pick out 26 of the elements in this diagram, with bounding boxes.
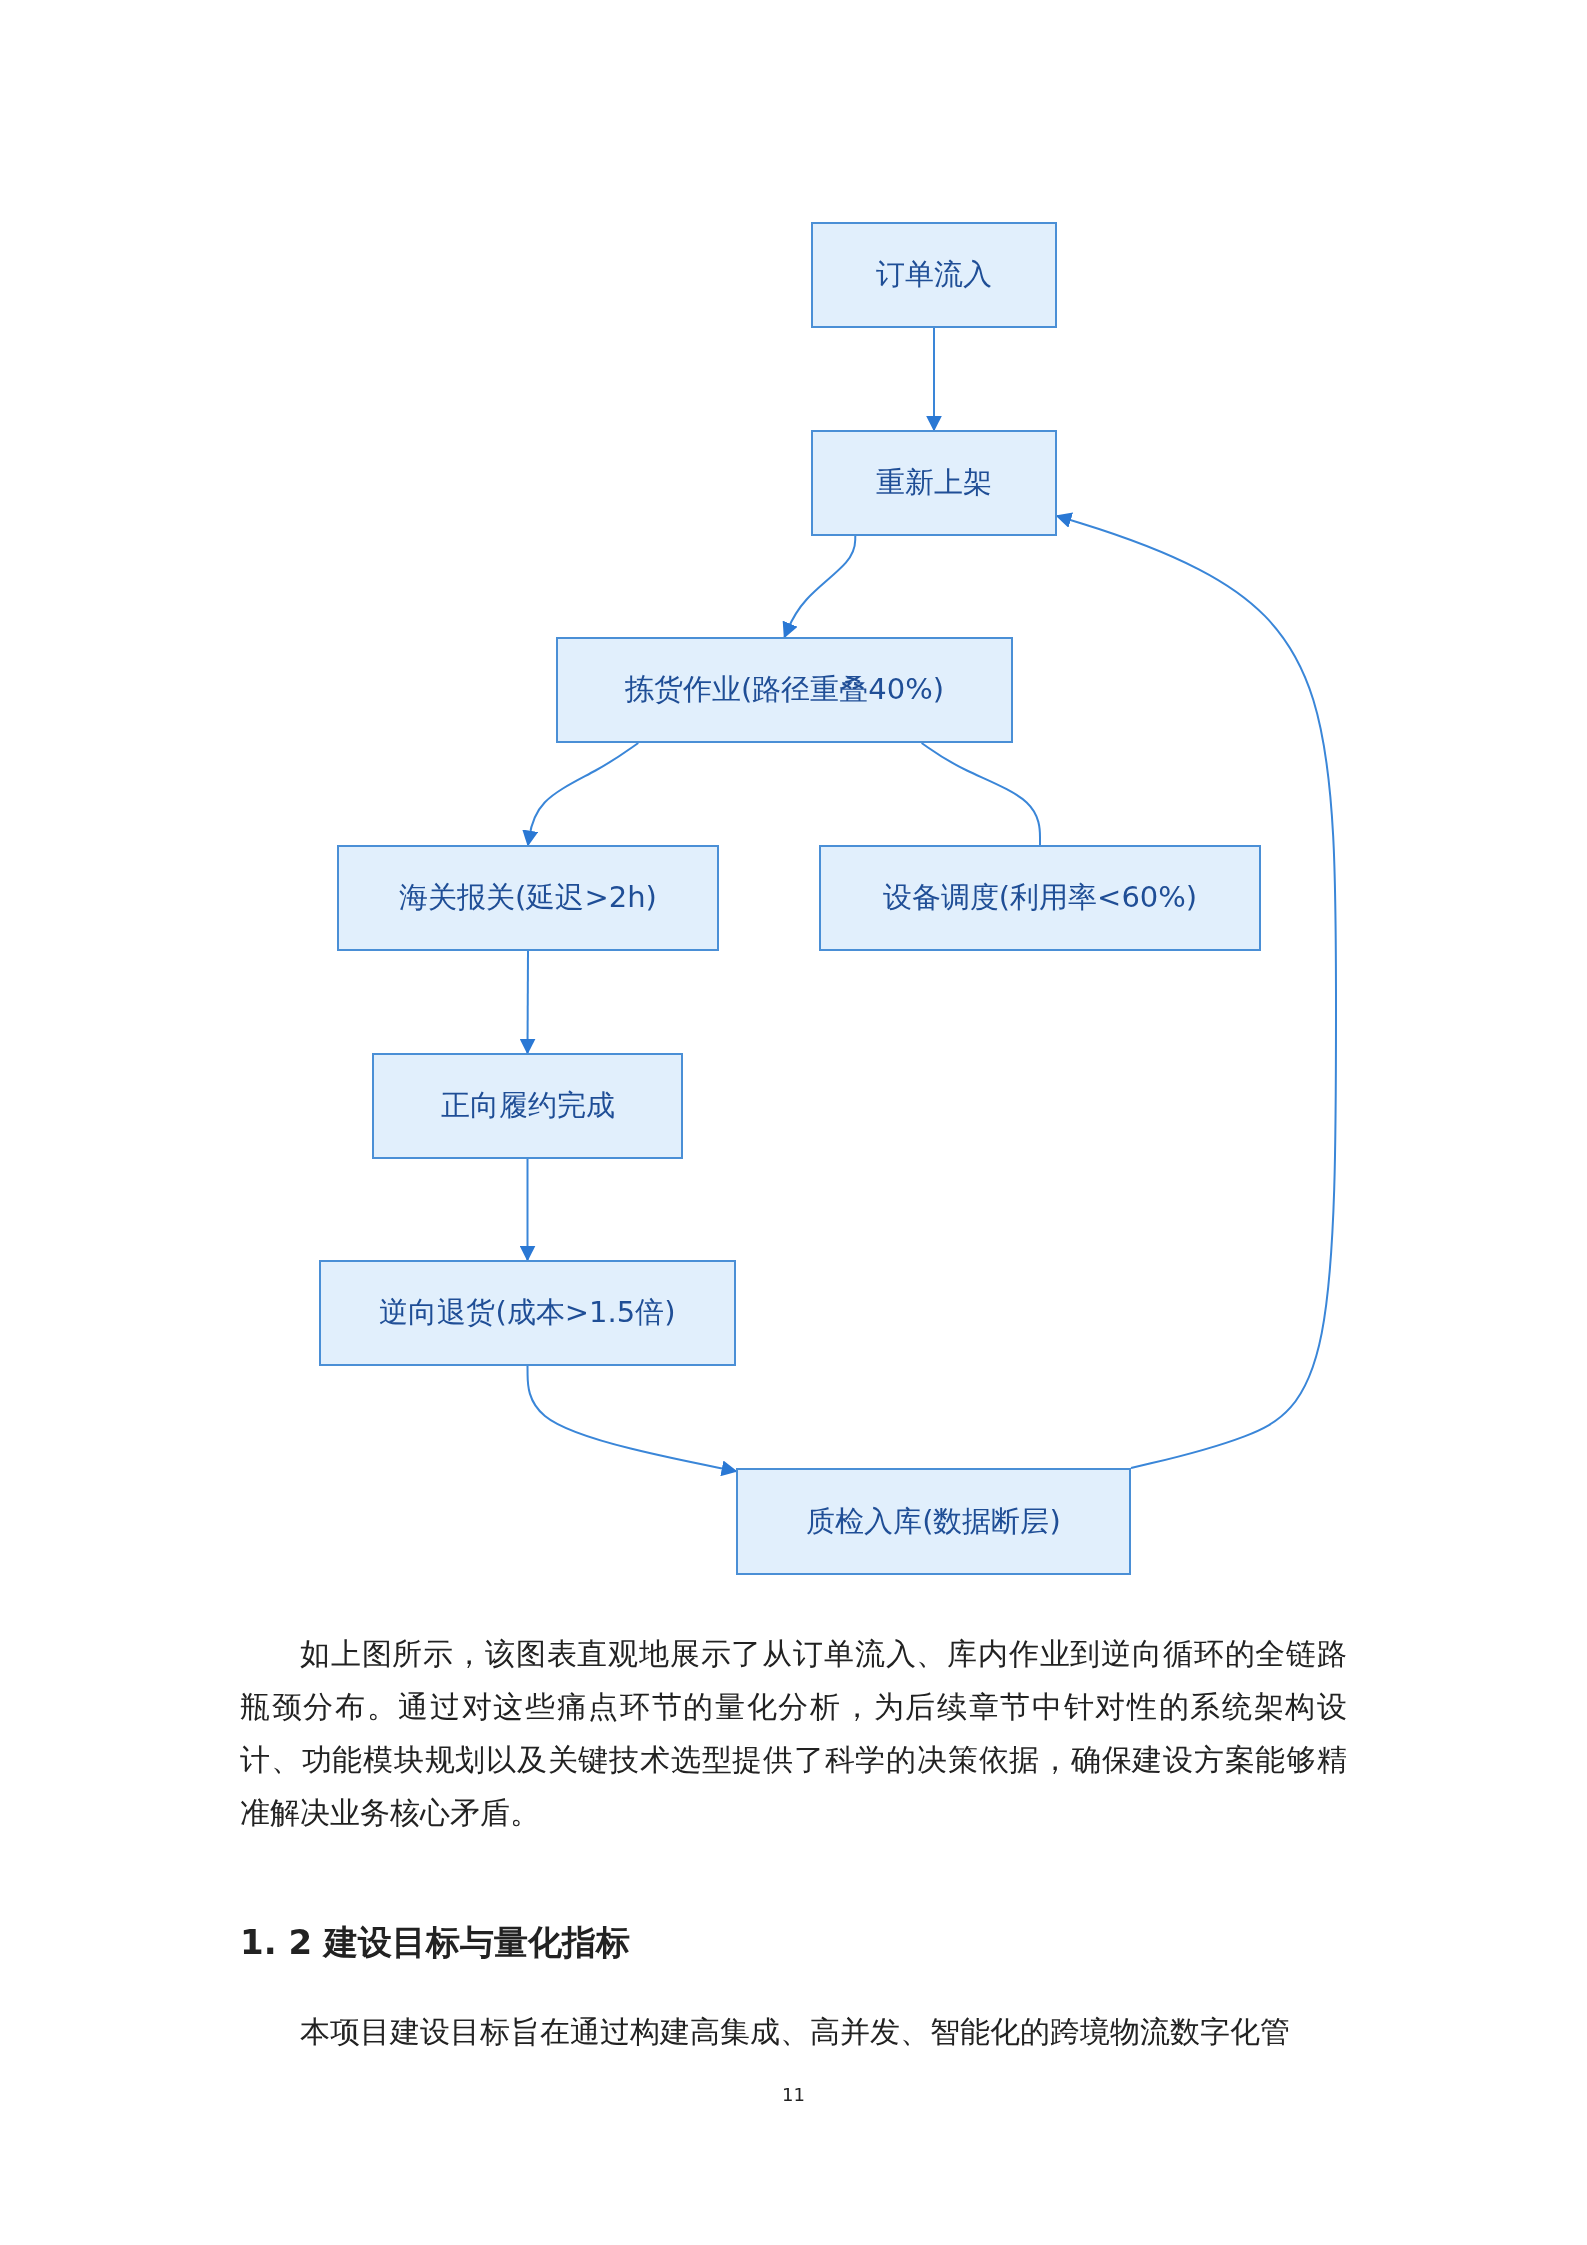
process-box xyxy=(319,1260,736,1366)
process-box xyxy=(372,1053,683,1159)
arrow xyxy=(519,950,536,1055)
arrow xyxy=(522,742,640,847)
node-label: 拣货作业(路径重叠40%) xyxy=(624,671,945,708)
node-label: 正向履约完成 xyxy=(440,1087,615,1124)
process-box xyxy=(736,1468,1131,1575)
node-label: 设备调度(利用率<60%) xyxy=(882,879,1198,916)
paragraph: 本项目建设目标旨在通过构建高集成、高并发、智能化的跨境物流数字化管 xyxy=(299,2013,1291,2051)
page-number: 11 xyxy=(781,2084,806,2105)
node-label: 逆向退货(成本>1.5倍) xyxy=(379,1294,676,1331)
arrow xyxy=(782,535,857,639)
process-box xyxy=(556,637,1013,743)
process-box xyxy=(337,845,719,951)
node-label: 海关报关(延迟>2h) xyxy=(399,879,657,916)
process-box xyxy=(811,222,1057,328)
paragraph: 如上图所示，该图表直观地展示了从订单流入、库内作业到逆向循环的全链路瓶颈分布。通过对这些痛点环节的量化分析，为后续章节中针对性的系统架构设计、功能模块规划以及关键技术选型提供了科学的决策依据，确保建设方案能够精准解决业务核心矛盾。 xyxy=(240,1635,1347,1832)
node-label: 订单流入 xyxy=(876,256,992,293)
process-box xyxy=(819,845,1261,951)
node-label: 质检入库(数据断层) xyxy=(806,1502,1061,1540)
arrow xyxy=(526,1365,738,1477)
arrow xyxy=(926,327,942,432)
node-label: 重新上架 xyxy=(876,464,992,501)
process-box xyxy=(811,430,1057,536)
arrow xyxy=(519,1158,536,1262)
section-heading: 1. 2 建设目标与量化指标 xyxy=(240,1921,630,1964)
